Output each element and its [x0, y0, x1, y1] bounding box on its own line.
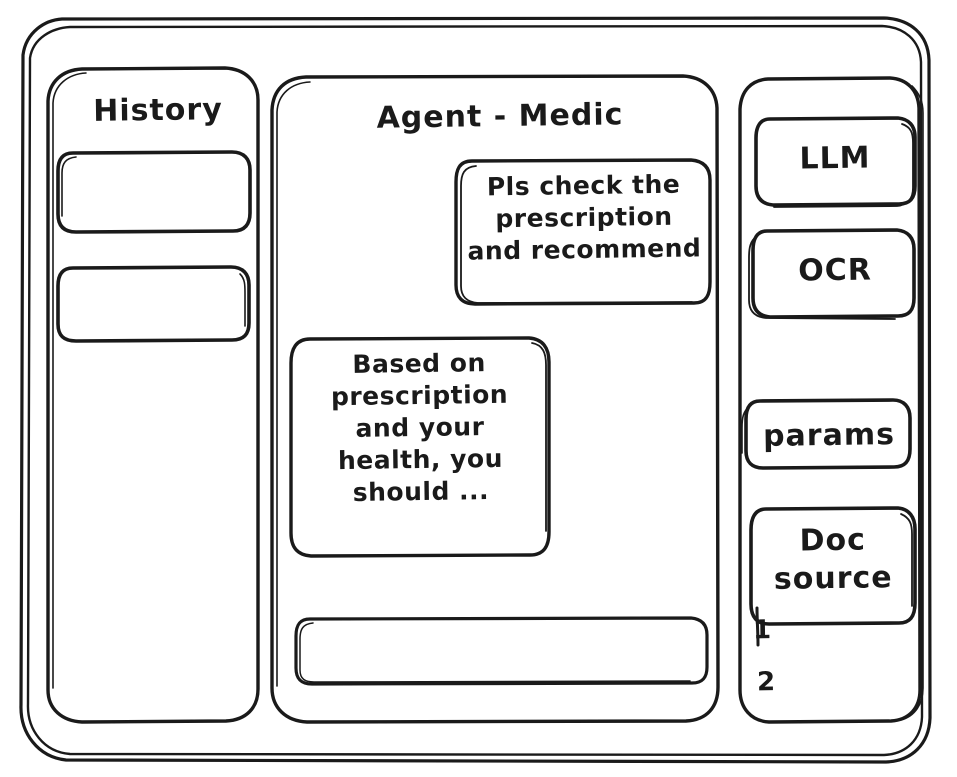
message-input[interactable] [296, 618, 708, 684]
doc-source-list-item[interactable]: 1 [752, 615, 772, 646]
history-item[interactable] [58, 152, 250, 232]
assistant-message-text: Based on prescription and your health, y… [330, 348, 509, 507]
history-panel-title: History [92, 92, 224, 129]
doc-source-button-label: Doc source [773, 522, 893, 598]
agent-panel-title: Agent - Medic [376, 97, 624, 136]
ocr-button-label: OCR [797, 252, 873, 289]
params-button-label: params [762, 417, 896, 454]
history-item-label [58, 289, 250, 292]
user-message-text: Pls check the prescription and recommend [467, 169, 702, 266]
history-item[interactable] [58, 266, 250, 342]
message-input-value [308, 635, 679, 640]
doc-source-list-item[interactable]: 2 [756, 667, 776, 698]
llm-button-label: LLM [799, 140, 871, 177]
history-item-label [58, 177, 250, 180]
